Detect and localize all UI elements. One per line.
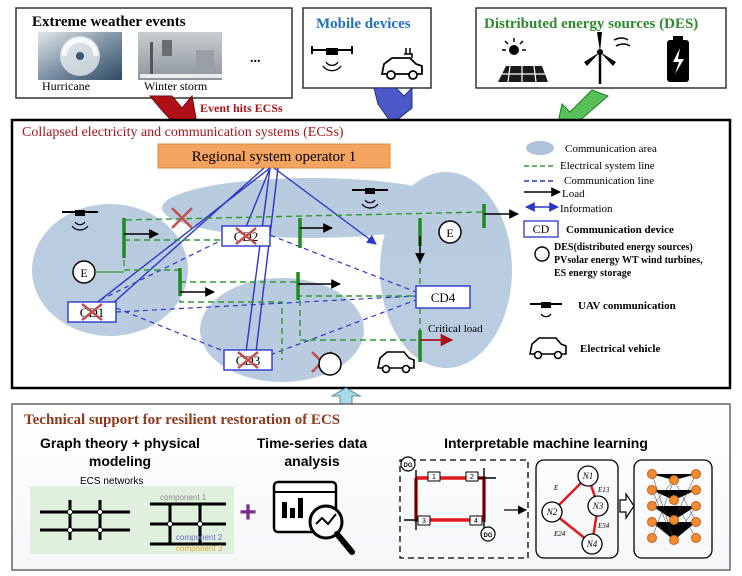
legend-information: Information [560, 203, 613, 215]
component-1-label: component 1 [160, 493, 207, 502]
bus-label-1: 1 [432, 474, 436, 481]
dg-label-1: DG [404, 463, 413, 469]
mobile-arrow [373, 86, 413, 125]
uav-icon-center [352, 188, 388, 209]
uav-icon-left [62, 210, 98, 231]
legend-des-line1: DES(distributed energy sources) [554, 242, 693, 253]
ts-title-line1: Time-series data [257, 435, 367, 451]
hurricane-image [38, 32, 122, 80]
wind-turbine-icon [584, 32, 631, 84]
node-label-n4: N4 [586, 539, 598, 549]
cd4-box: CD4 [415, 285, 471, 309]
winter-storm-caption: Winter storm [144, 79, 208, 93]
legend-load: Load [562, 188, 585, 200]
des-node-right: E [438, 220, 462, 244]
winter-storm-image [138, 32, 222, 80]
communication-lines [99, 231, 417, 359]
drone-icon [311, 46, 353, 72]
node-label-n1: N1 [582, 471, 594, 481]
data-analysis-icon [272, 480, 355, 555]
bus-label-4: 4 [474, 518, 478, 525]
plus-sign: + [239, 496, 257, 529]
des-node-left: E [72, 260, 124, 284]
component-3-label: component 3 [176, 544, 223, 553]
cd3-box: CD3 [223, 349, 273, 371]
critical-load: Critical load [420, 323, 483, 347]
critical-load-label: Critical load [428, 323, 483, 335]
bus-bars [122, 204, 486, 362]
cd2-box: CD2 [221, 225, 271, 247]
event-hits-label: Event hits ECSs [200, 101, 283, 115]
node-label-n3: N3 [592, 501, 604, 511]
des-node-right-label: E [446, 226, 453, 240]
ecs-networks-label: ECS networks [80, 476, 143, 487]
information-lines [89, 167, 377, 353]
mobile-devices-title: Mobile devices [316, 16, 411, 32]
edge-label-e13: E13 [597, 486, 610, 494]
legend-uav: UAV communication [578, 300, 676, 312]
component-2-label: component 2 [176, 533, 223, 542]
dg-label-2: DG [484, 533, 493, 539]
graph-title-line2: modeling [89, 453, 151, 469]
des-box: Distributed energy sources (DES) [475, 7, 727, 89]
legend-comm-line: Communication line [564, 175, 654, 187]
cd4-label: CD4 [431, 290, 456, 305]
edge-label-e: E [553, 484, 559, 492]
legend-uav-icon [530, 302, 562, 318]
power-network-figure: DG DG 1 2 3 4 [399, 456, 529, 559]
ev-icon-ecs [377, 351, 415, 374]
edge-label-e34: E34 [597, 522, 610, 530]
ev-icon [380, 48, 423, 80]
ecs-title: Collapsed electricity and communication … [22, 125, 344, 140]
legend: Communication area Electrical system lin… [523, 141, 703, 360]
regional-operator: Regional system operator 1 [157, 143, 391, 169]
support-title: Technical support for resilient restorat… [24, 412, 340, 428]
mobile-devices-box: Mobile devices [302, 7, 432, 89]
more-events-ellipsis: ... [250, 51, 261, 66]
extreme-weather-title: Extreme weather events [32, 14, 186, 30]
ecs-networks-figure: ECS networks component 1 component 2 com… [30, 476, 234, 554]
legend-comm-device: Communication device [566, 224, 674, 236]
extreme-weather-box: Extreme weather events Hurricane Winter … [15, 7, 293, 99]
legend-comm-area: Communication area [565, 143, 657, 155]
legend-ev-icon [529, 337, 567, 360]
solar-panel-icon [498, 38, 548, 83]
battery-icon [667, 36, 689, 82]
comm-area-right [380, 172, 512, 368]
iml-title: Interpretable machine learning [444, 435, 648, 451]
legend-comm-area-swatch [526, 141, 554, 155]
graph-title-line1: Graph theory + physical [40, 435, 200, 451]
des-node-left-label: E [80, 266, 87, 280]
bus-label-2: 2 [470, 474, 474, 481]
legend-des-line3: ES energy storage [554, 268, 632, 279]
des-title: Distributed energy sources (DES) [484, 16, 698, 32]
legend-elec-line: Electrical system line [560, 160, 655, 172]
node-label-n2: N2 [546, 507, 558, 517]
neural-network-figure [633, 459, 713, 559]
legend-des-line2: PVsolar energy WT wind turbines, [554, 255, 703, 266]
legend-cd-box: CD [533, 222, 550, 236]
graph-figure: N1 N2 N3 N4 E E13 E34 E24 [535, 459, 635, 559]
edge-label-e24: E24 [553, 530, 566, 538]
regional-operator-label: Regional system operator 1 [192, 149, 357, 165]
ts-title-line2: analysis [284, 453, 339, 469]
des-node-bottom [318, 352, 342, 376]
load-arrows [124, 209, 519, 297]
legend-ev: Electrical vehicle [580, 343, 660, 355]
bus-label-3: 3 [422, 518, 426, 525]
cd1-box: CD1 [67, 301, 117, 323]
support-up-arrow [330, 387, 362, 405]
hurricane-caption: Hurricane [42, 79, 90, 93]
